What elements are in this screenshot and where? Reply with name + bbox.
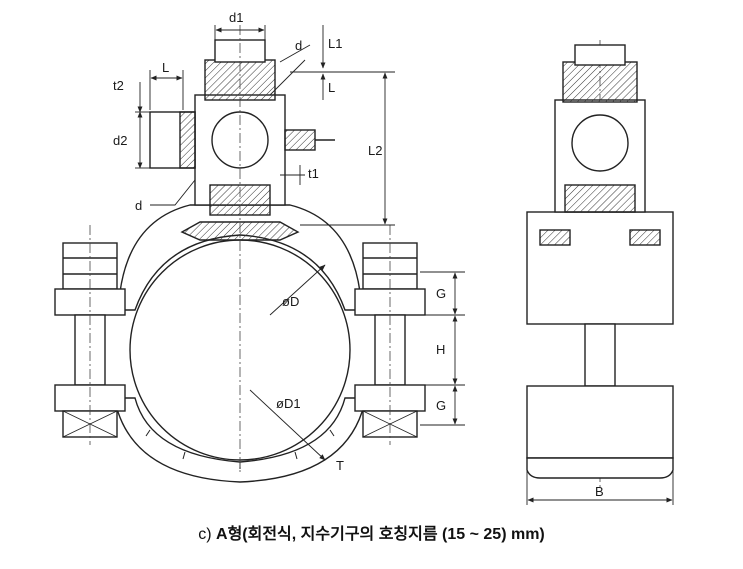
label-L1: L1	[328, 36, 342, 51]
label-d-top: d	[295, 38, 302, 53]
label-d1: d1	[229, 10, 243, 25]
label-d-left: d	[135, 198, 142, 213]
side-stem	[584, 323, 616, 387]
side-gasket-right	[629, 229, 661, 246]
caption-prefix: c)	[198, 526, 217, 543]
side-gasket-left	[539, 229, 571, 246]
dimension-labels: d1 d L1 L L t2 d2 d t1 L2 øD øD1 T G H G…	[113, 10, 604, 499]
label-t2: t2	[113, 78, 124, 93]
side-bottom-plate	[526, 457, 674, 479]
side-view	[526, 44, 674, 479]
label-B: B	[595, 484, 604, 499]
label-H: H	[436, 342, 445, 357]
side-lower-nut	[564, 184, 636, 213]
right-fitting	[284, 129, 316, 151]
side-valve-stem-housing	[562, 61, 638, 103]
label-G-lower: G	[436, 398, 446, 413]
side-valve-cap	[574, 44, 626, 66]
label-L-top: L	[328, 80, 335, 95]
figure-caption: c) A형(회전식, 지수기구의 호칭지름 (15 ~ 25) mm)	[0, 520, 743, 544]
saddle-upper-body	[119, 204, 361, 311]
side-valve-ball	[571, 114, 629, 172]
side-lower-block	[526, 385, 674, 459]
caption-text: A형(회전식, 지수기구의 호칭지름 (15 ~ 25) mm)	[216, 526, 545, 543]
label-G-upper: G	[436, 286, 446, 301]
side-upper-block	[526, 211, 674, 325]
side-outlet-hatch	[179, 111, 196, 169]
label-phiD1: øD1	[276, 396, 301, 411]
saddle-lower-body	[117, 397, 363, 483]
label-d2: d2	[113, 133, 127, 148]
label-L-left: L	[162, 60, 169, 75]
label-T: T	[336, 458, 344, 473]
dimension-lines	[135, 25, 674, 505]
label-L2: L2	[368, 143, 382, 158]
label-phiD: øD	[282, 294, 299, 309]
label-t1: t1	[308, 166, 319, 181]
